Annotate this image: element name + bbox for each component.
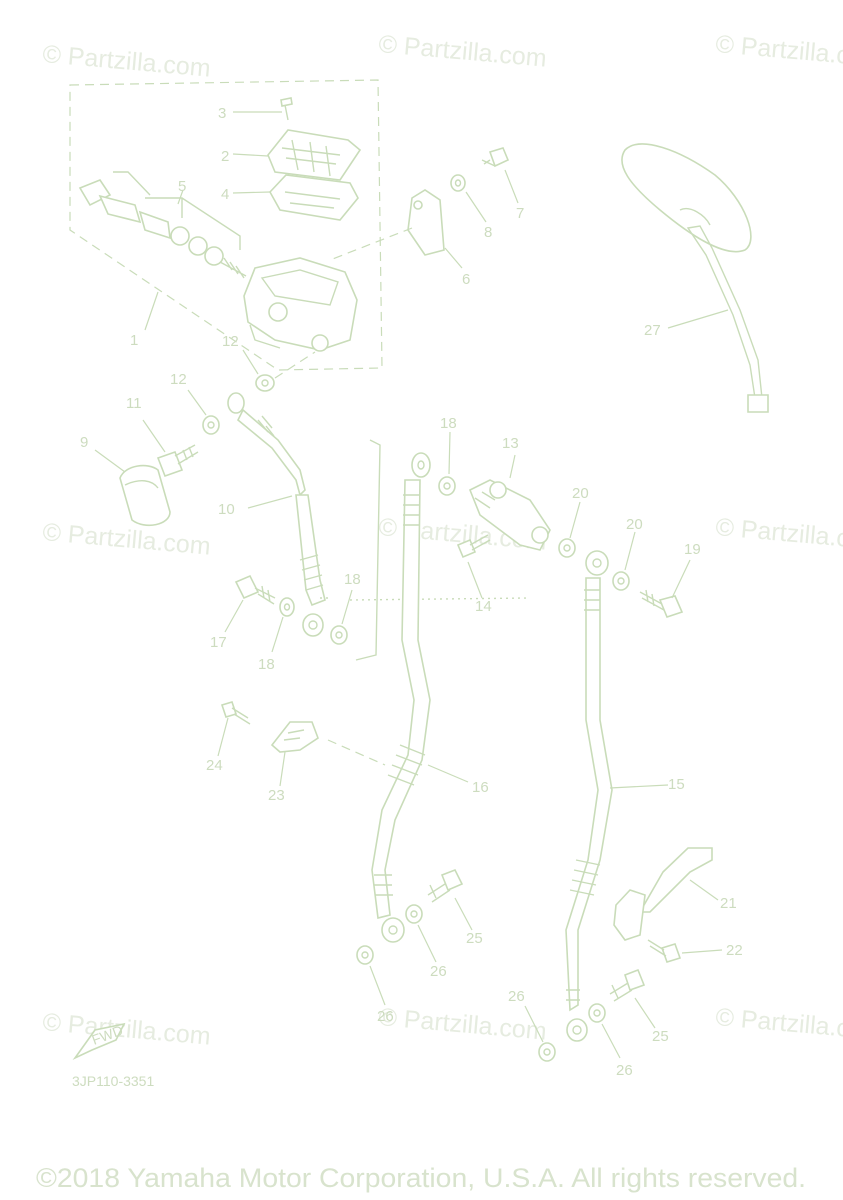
watermark: © Partzilla.com — [377, 1003, 547, 1046]
callout-20: 20 — [626, 516, 643, 533]
piston-kit-part-5 — [78, 171, 247, 279]
callout-9: 9 — [80, 434, 88, 451]
washer-part-18-a — [271, 597, 295, 653]
callout-10: 10 — [218, 501, 235, 518]
cover-part-9 — [94, 449, 171, 527]
joint-part-13 — [468, 454, 551, 551]
washer-part-18-c — [438, 431, 456, 496]
callout-12: 12 — [170, 371, 187, 388]
watermark: © Partzilla.com — [714, 30, 843, 73]
holder-part-23 — [270, 721, 386, 787]
callout-25: 25 — [652, 1028, 669, 1045]
master-cylinder-assembly-boundary — [69, 79, 383, 371]
washer-part-18-b — [330, 589, 353, 645]
diagram-code: 3JP110-3351 — [72, 1073, 154, 1089]
master-cylinder-body-part-1 — [144, 257, 358, 352]
washer-part-26-d — [588, 1003, 621, 1059]
callout-26: 26 — [508, 988, 525, 1005]
callout-20: 20 — [572, 485, 589, 502]
holder-part-6 — [329, 189, 463, 269]
callout-6: 6 — [462, 271, 470, 288]
callout-16: 16 — [472, 779, 489, 796]
brake-hose-part-16 — [371, 452, 469, 943]
copyright-notice: ©2018 Yamaha Motor Corporation, U.S.A. A… — [36, 1163, 806, 1193]
callout-14: 14 — [475, 598, 492, 615]
watermark: © Partzilla.com — [714, 1003, 843, 1046]
mounting-bracket-line — [355, 439, 381, 661]
washer-part-20-b — [612, 531, 636, 591]
callout-18: 18 — [344, 571, 361, 588]
washer-part-26-a — [405, 904, 437, 963]
diaphragm-part-4 — [232, 174, 359, 221]
brake-hose-part-10 — [227, 392, 326, 637]
union-bolt-part-19 — [639, 559, 691, 618]
bolt-part-24 — [217, 701, 251, 757]
callout-17: 17 — [210, 634, 227, 651]
callout-7: 7 — [516, 205, 524, 222]
watermark: © Partzilla.com — [41, 40, 211, 83]
callout-13: 13 — [502, 435, 519, 452]
washer-part-26-b — [356, 945, 386, 1006]
callout-24: 24 — [206, 757, 223, 774]
washer-part-12-a — [242, 349, 316, 392]
callout-2: 2 — [221, 148, 229, 165]
washer-part-8 — [450, 174, 487, 223]
callout-19: 19 — [684, 541, 701, 558]
callout-15: 15 — [668, 776, 685, 793]
callout-8: 8 — [484, 224, 492, 241]
union-bolt-part-25-a — [427, 868, 473, 931]
bolt-part-11 — [142, 419, 199, 478]
reference-line — [320, 597, 531, 601]
callout-26: 26 — [616, 1062, 633, 1079]
callout-23: 23 — [268, 787, 285, 804]
watermark: © Partzilla.com — [377, 30, 547, 73]
watermark: © Partzilla.com — [714, 513, 843, 556]
callout-5: 5 — [178, 178, 186, 195]
watermark: © Partzilla.com — [41, 1008, 211, 1051]
union-bolt-part-17 — [224, 574, 276, 633]
callout-18: 18 — [258, 656, 275, 673]
callout-12: 12 — [222, 333, 239, 350]
callout-4: 4 — [221, 186, 229, 203]
bolt-part-14-a — [456, 534, 491, 599]
callout-27: 27 — [644, 322, 661, 339]
callout-21: 21 — [720, 895, 737, 912]
callout-3: 3 — [218, 105, 226, 122]
screw-part-3 — [233, 97, 293, 121]
washer-part-20-a — [558, 501, 581, 558]
brake-hose-part-15 — [565, 550, 669, 1042]
callout-25: 25 — [466, 930, 483, 947]
clamp-part-21 — [613, 847, 719, 941]
washer-part-12-b — [187, 389, 220, 435]
bolt-part-22 — [647, 939, 723, 963]
callout-11: 11 — [126, 395, 142, 412]
watermark: © Partzilla.com — [41, 518, 211, 561]
bolt-part-7 — [481, 147, 519, 204]
washer-part-26-c — [524, 1005, 556, 1062]
callout-18: 18 — [440, 415, 457, 432]
mirror-part-27 — [621, 143, 769, 413]
callout-1: 1 — [130, 332, 138, 349]
callout-26: 26 — [377, 1008, 394, 1025]
union-bolt-part-25-b — [609, 968, 656, 1029]
reservoir-cap-part-2 — [232, 129, 362, 181]
callout-26: 26 — [430, 963, 447, 980]
callout-22: 22 — [726, 942, 743, 959]
